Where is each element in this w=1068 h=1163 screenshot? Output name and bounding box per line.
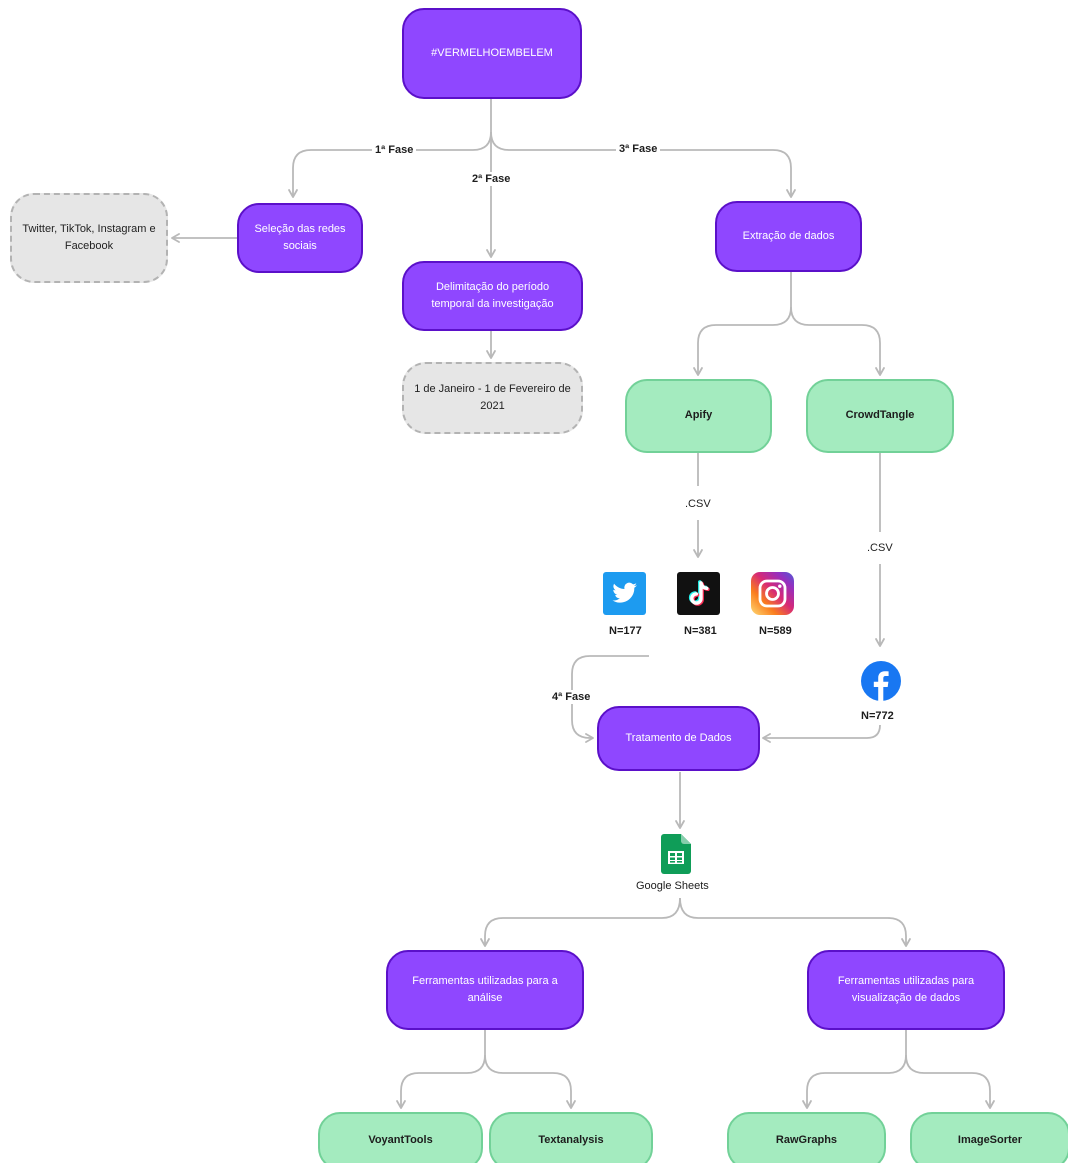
rawgraphs-node[interactable]: RawGraphs xyxy=(727,1112,886,1163)
networks-node[interactable]: Twitter, TikTok, Instagram e Facebook xyxy=(10,193,168,283)
connector-sheets-viz xyxy=(679,897,911,947)
hashtag-node[interactable]: #VERMELHOEMBELEM xyxy=(402,8,582,99)
csv-label-crowdtangle: .CSV xyxy=(864,541,896,555)
tiktok-count: N=381 xyxy=(684,625,717,637)
imagesorter-node[interactable]: ImageSorter xyxy=(910,1112,1068,1163)
period-node[interactable]: Delimitação do período temporal da inves… xyxy=(402,261,583,331)
connector-viz-imagesorter xyxy=(905,1054,995,1109)
google-sheets-icon xyxy=(661,834,691,874)
twitter-icon xyxy=(603,572,646,615)
crowdtangle-node[interactable]: CrowdTangle xyxy=(806,379,954,453)
voyanttools-node[interactable]: VoyantTools xyxy=(318,1112,483,1163)
connector-facebook-treatment xyxy=(762,724,881,743)
tiktok-icon xyxy=(677,572,720,615)
analysis-tools-node[interactable]: Ferramentas utilizadas para a análise xyxy=(386,950,584,1030)
textanalysis-node[interactable]: Textanalysis xyxy=(489,1112,653,1163)
google-sheets-label: Google Sheets xyxy=(636,880,709,892)
viz-tools-node[interactable]: Ferramentas utilizadas para visualização… xyxy=(807,950,1005,1030)
apify-node[interactable]: Apify xyxy=(625,379,772,453)
connector-analysis-split xyxy=(396,1030,486,1109)
phase-4-label: 4ª Fase xyxy=(549,690,594,704)
connector-phase1 xyxy=(288,131,492,198)
treatment-node[interactable]: Tratamento de Dados xyxy=(597,706,760,771)
phase-3-label: 3ª Fase xyxy=(616,142,661,156)
connector-analysis-textanalysis xyxy=(484,1054,576,1109)
social-selection-node[interactable]: Seleção das redes sociais xyxy=(237,203,363,273)
connector-sheets-split xyxy=(480,897,681,947)
facebook-icon xyxy=(861,661,901,701)
connector-extraction-crowdtangle xyxy=(790,306,885,376)
twitter-count: N=177 xyxy=(609,625,642,637)
phase-1-label: 1ª Fase xyxy=(372,143,417,157)
dates-node[interactable]: 1 de Janeiro - 1 de Fevereiro de 2021 xyxy=(402,362,583,434)
instagram-count: N=589 xyxy=(759,625,792,637)
phase-2-label: 2ª Fase xyxy=(469,172,514,186)
csv-label-apify: .CSV xyxy=(682,497,714,511)
extraction-node[interactable]: Extração de dados xyxy=(715,201,862,272)
connector-phase3 xyxy=(490,131,796,198)
connector-extraction-split xyxy=(693,272,792,376)
instagram-icon xyxy=(751,572,794,615)
facebook-count: N=772 xyxy=(861,710,894,722)
connector-viz-split xyxy=(802,1030,907,1109)
